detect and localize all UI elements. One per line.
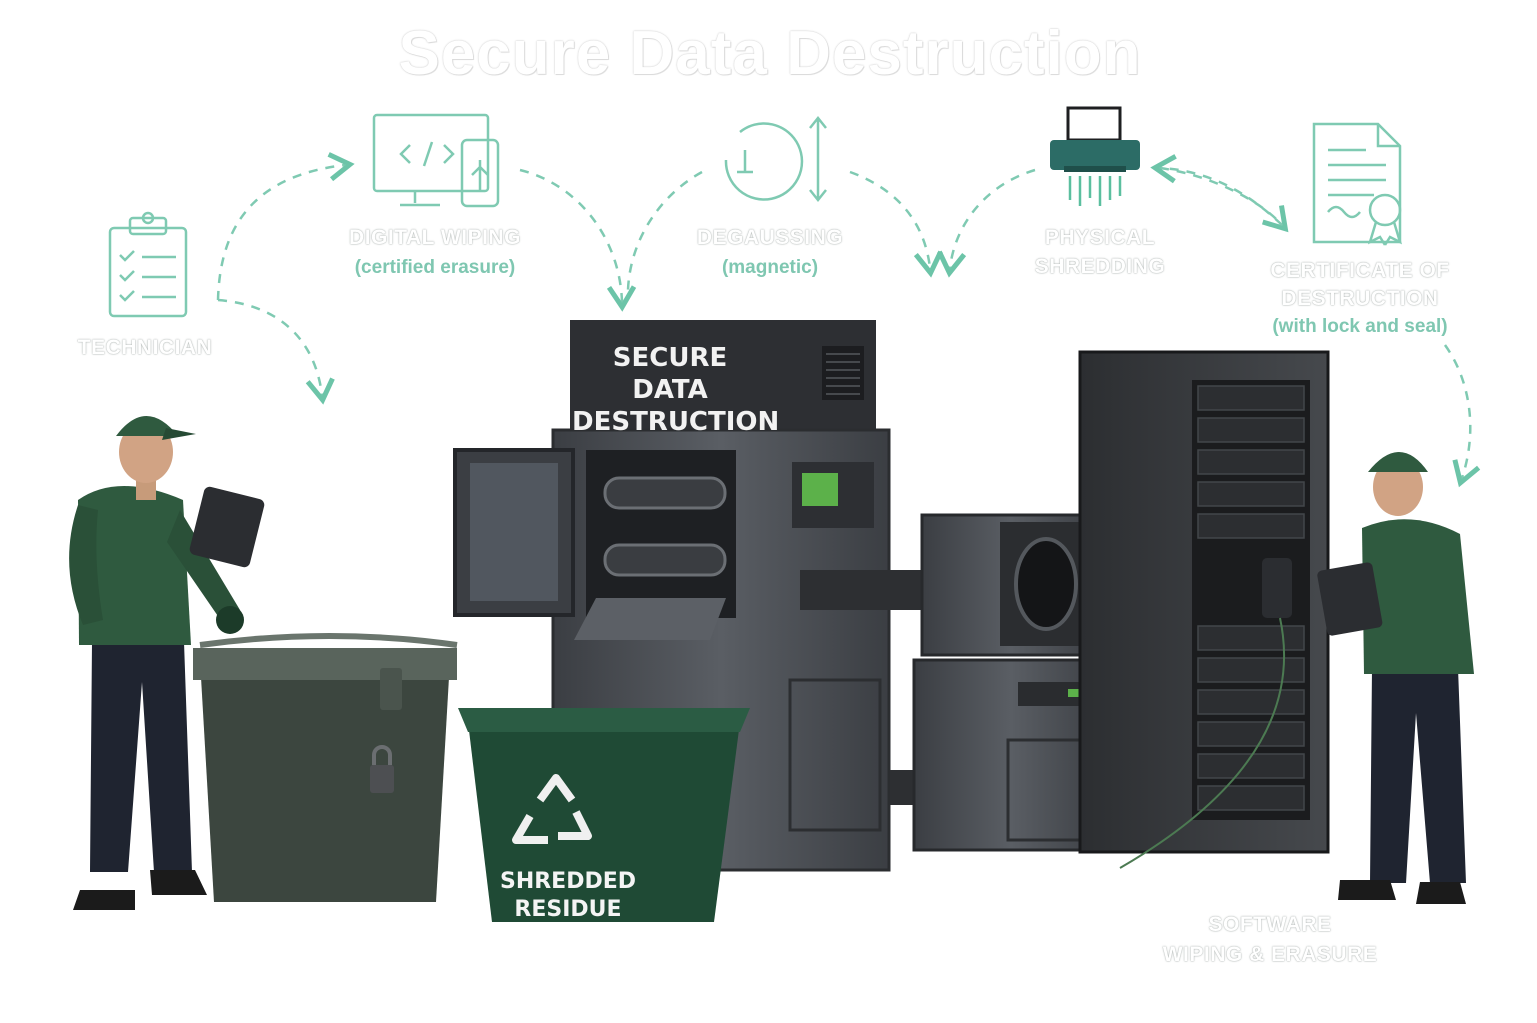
flow-arrows [216, 152, 1481, 488]
arrow-degauss-right [849, 170, 943, 278]
arrow-technician-to-wiping [216, 152, 355, 301]
arrow-technician-to-bin [217, 298, 335, 405]
label-digital-wiping: DIGITAL WIPING [349, 226, 521, 249]
label-physical-shredding-1: PHYSICAL [1044, 226, 1156, 249]
clipboard-icon [108, 211, 188, 318]
page-title: Secure Data Destruction [398, 19, 1142, 88]
magnet-icon [724, 115, 827, 203]
technician-right [1119, 452, 1474, 904]
label-software-2: WIPING & ERASURE [1162, 943, 1378, 966]
arrow-shredding-down [937, 168, 1036, 278]
label-degaussing: DEGAUSSING [696, 226, 844, 249]
arrow-wiping-to-machine [519, 168, 637, 312]
shredder-icon [1050, 106, 1140, 206]
arrow-shredding-to-cert [1159, 166, 1289, 233]
machine-label: SECURE DATA DESTRUCTION [572, 342, 780, 438]
machine-label-line-2: DESTRUCTION [572, 407, 780, 437]
label-digital-wiping-sub: (certified erasure) [354, 257, 516, 278]
machine-label-line-1: SECURE DATA [612, 343, 728, 405]
arrow-degauss-left [626, 170, 703, 291]
bin-label: SHREDDED RESIDUE [478, 868, 658, 924]
bin-label-line-2: RESIDUE [514, 897, 622, 922]
arrow-cert-to-technician [1443, 344, 1481, 488]
arrow-cert-to-shredding [1150, 154, 1283, 226]
label-certificate-1: CERTIFICATE OF [1270, 259, 1450, 282]
label-certificate-2: DESTRUCTION [1281, 287, 1439, 310]
degausser-machine [912, 513, 1110, 852]
label-physical-shredding-2: SHREDDING [1034, 255, 1166, 278]
label-degaussing-sub: (magnetic) [721, 257, 819, 278]
locked-crate [193, 633, 458, 902]
monitor-phone-icon [372, 113, 500, 208]
technician-left [69, 416, 265, 910]
label-certificate-sub: (with lock and seal) [1272, 316, 1448, 337]
recycling-bin [458, 708, 750, 922]
label-software-1: SOFTWARE [1208, 913, 1332, 936]
bin-label-line-1: SHREDDED [499, 869, 637, 894]
label-technician: TECHNICIAN [77, 336, 213, 359]
certificate-icon [1312, 122, 1403, 246]
